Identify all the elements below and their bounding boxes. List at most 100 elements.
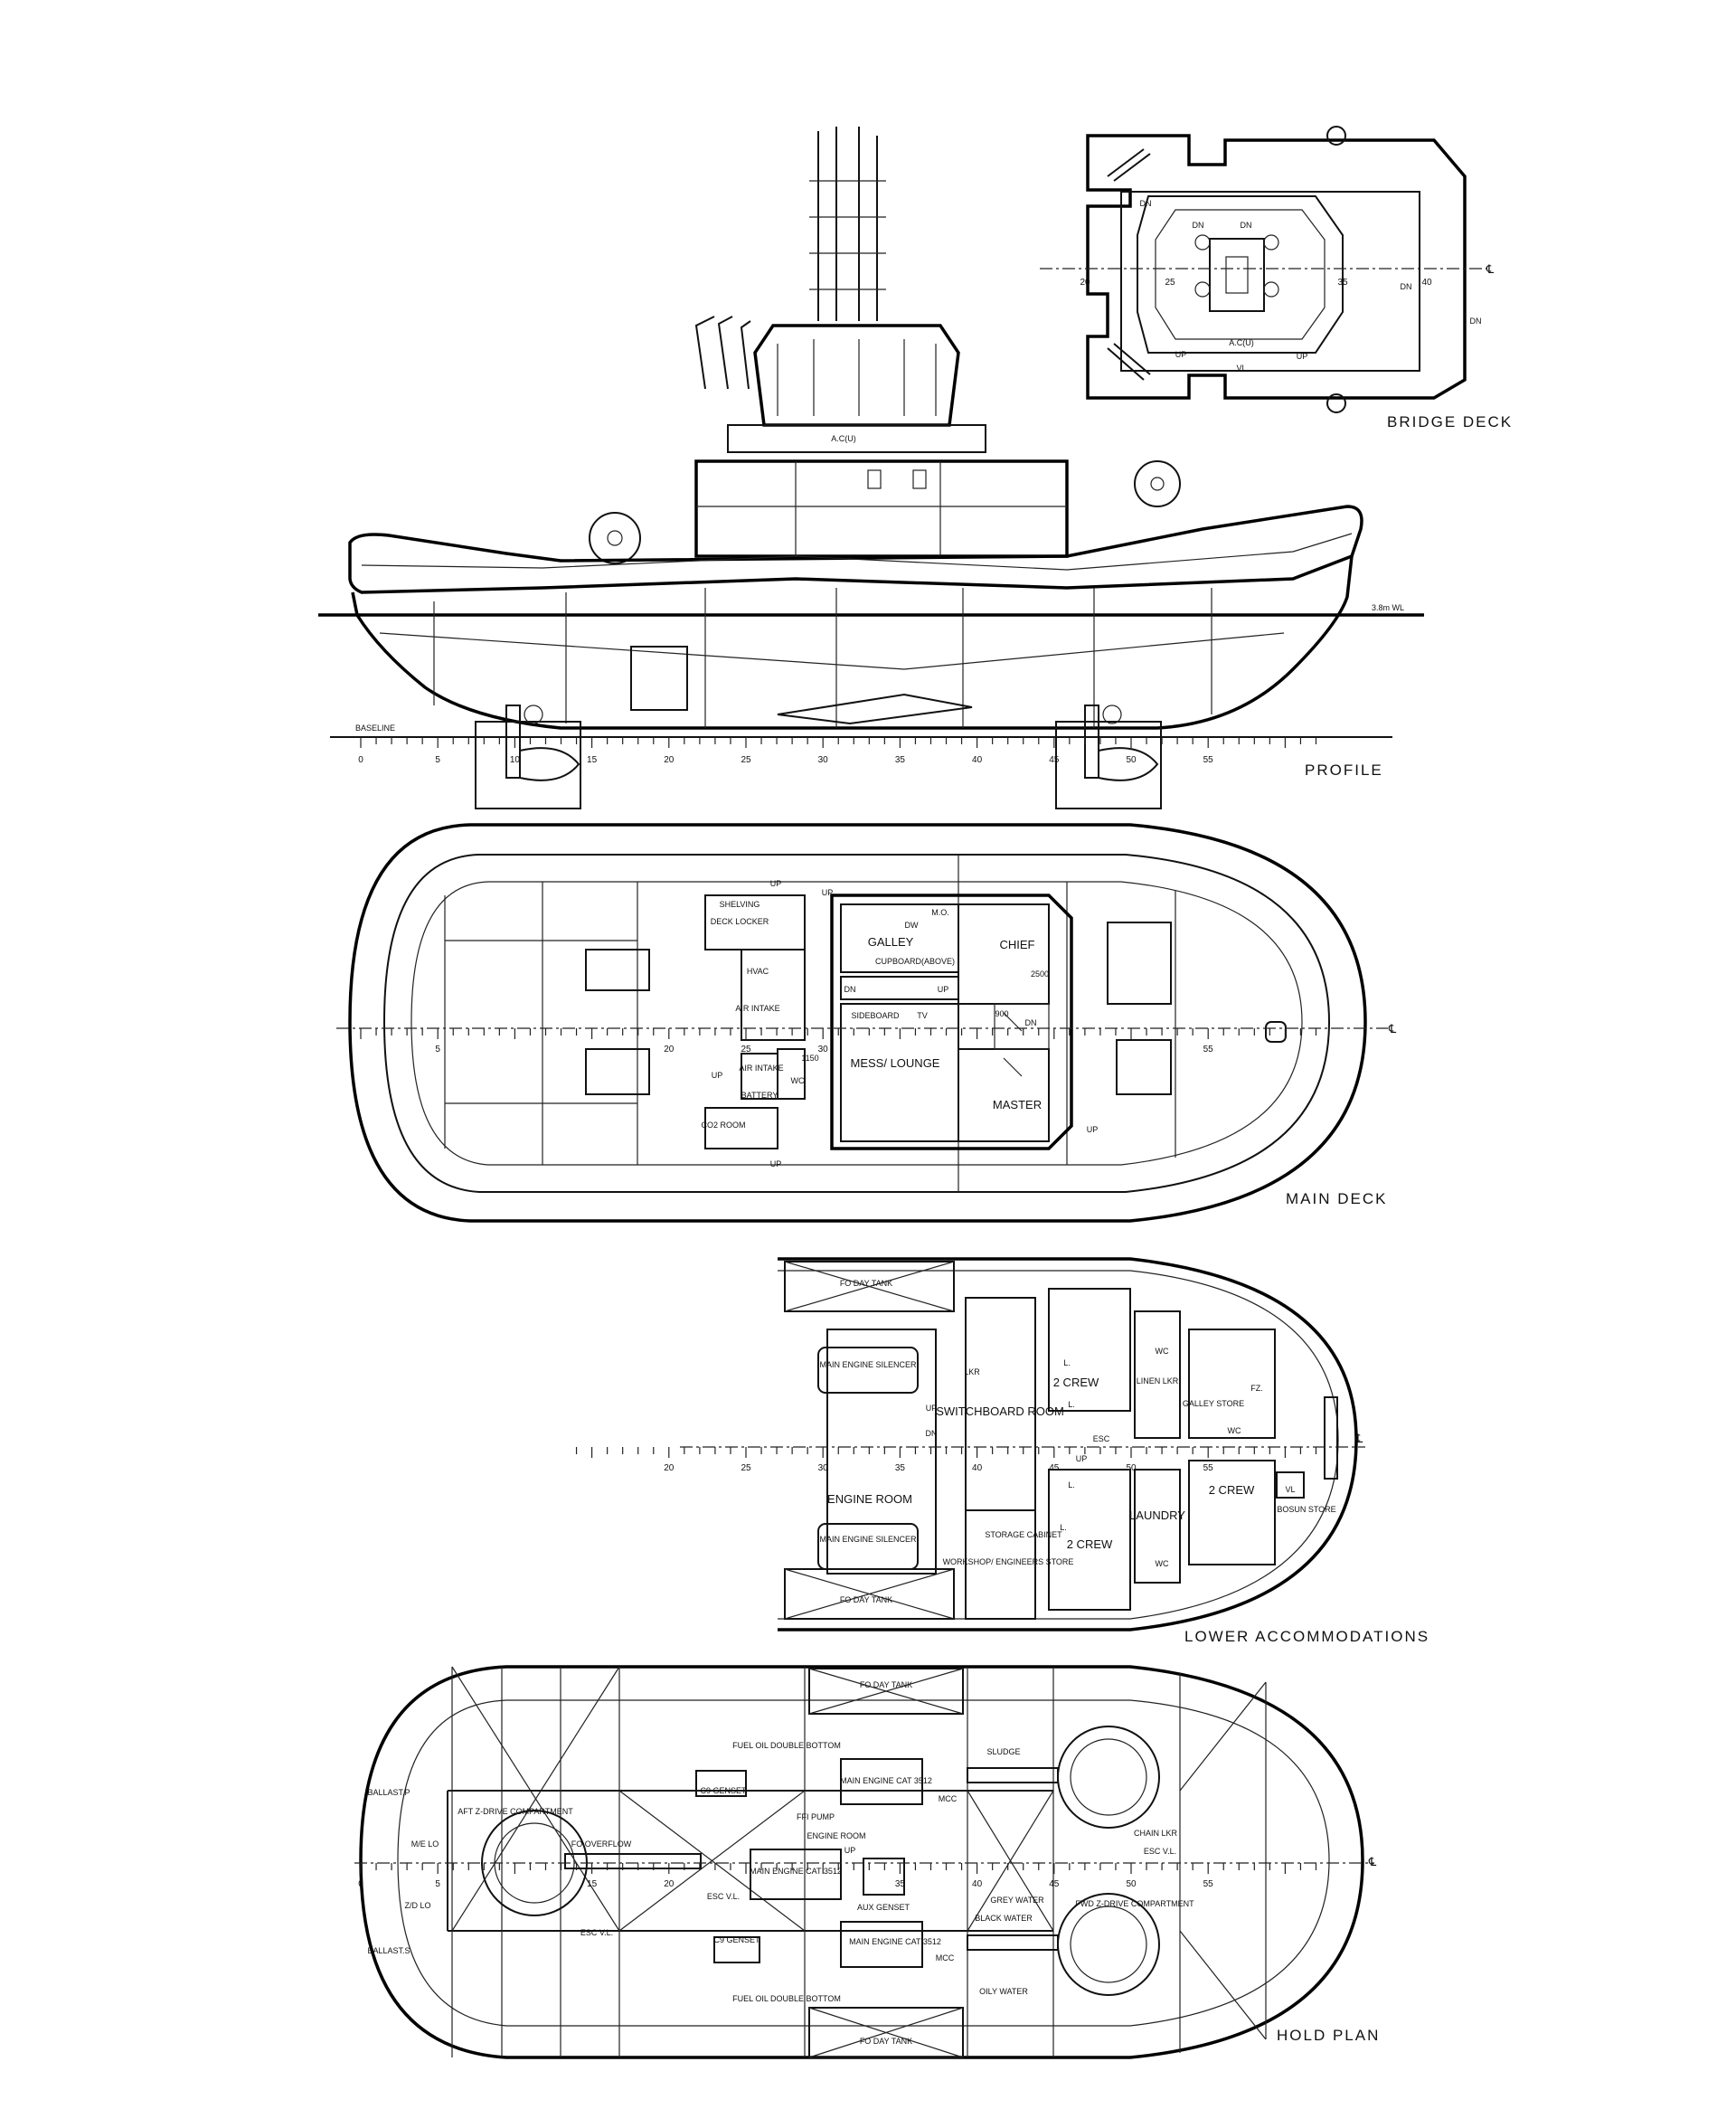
ac-unit-label: A.C(U) xyxy=(831,434,856,443)
up-label: UP xyxy=(1087,1125,1099,1134)
furniture-label: TV xyxy=(917,1011,928,1020)
furniture-label: CUPBOARD(ABOVE) xyxy=(875,957,955,966)
fwd-drive-shaft xyxy=(967,1934,1059,1951)
room-label: Z/D LO xyxy=(404,1901,430,1910)
frame-label: 55 xyxy=(1203,1463,1214,1473)
dn-label: DN xyxy=(1241,221,1252,230)
room-label: FO DAY TANK xyxy=(860,2037,912,2046)
room-label: FUEL OIL DOUBLE BOTTOM xyxy=(732,1994,841,2003)
room-label: MCC xyxy=(936,1953,955,1962)
room-label: AFT Z-DRIVE COMPARTMENT xyxy=(458,1807,573,1816)
room-label: AUX GENSET xyxy=(857,1903,910,1912)
room-label: FFI PUMP xyxy=(797,1812,835,1821)
room-label: FWD Z-DRIVE COMPARTMENT xyxy=(1075,1899,1194,1908)
frame-label: 20 xyxy=(664,1463,675,1473)
room-label: DECK LOCKER xyxy=(711,917,769,926)
frame-label: 20 xyxy=(664,1045,675,1054)
frame-label: 50 xyxy=(1126,1463,1137,1473)
room-label: FO DAY TANK xyxy=(840,1595,892,1604)
room-label: C9 GENSET xyxy=(700,1786,747,1795)
ac-unit-label: A.C(U) xyxy=(1229,338,1254,347)
fwd-z-drive-stbd xyxy=(1057,1893,1160,1996)
hold-plan-hull-outline xyxy=(359,1665,1364,2059)
up-label: UP xyxy=(1076,1454,1088,1463)
bridge-deck-inner xyxy=(1120,191,1420,372)
room-label: GALLEY STORE xyxy=(1183,1399,1244,1408)
genset xyxy=(713,1936,760,1963)
frame-label: 25 xyxy=(741,1045,751,1054)
wheelhouse-outline xyxy=(1137,195,1344,354)
frame-label: 20 xyxy=(1080,278,1090,288)
room-label: FO OVERFLOW xyxy=(571,1839,632,1849)
frame-label: 35 xyxy=(895,1879,906,1889)
frame-label: 15 xyxy=(587,755,598,765)
deckhouse-outline xyxy=(830,894,1073,1150)
dn-label: DN xyxy=(844,985,856,994)
frame-label: 20 xyxy=(664,755,675,765)
room-label: FUEL OIL DOUBLE BOTTOM xyxy=(732,1741,841,1750)
searchlight xyxy=(1326,126,1346,146)
service-rooms xyxy=(704,894,806,1149)
centerline-symbol: ℄ xyxy=(1368,1855,1377,1868)
frame-label: 35 xyxy=(1337,278,1348,288)
dimension-label: 1150 xyxy=(801,1054,818,1063)
frame-label: 45 xyxy=(1049,1879,1060,1889)
frame-label: 25 xyxy=(1165,278,1175,288)
room-label: MCC xyxy=(939,1794,958,1803)
main-deck-title: MAIN DECK xyxy=(1286,1190,1387,1207)
dn-label: DN xyxy=(1025,1018,1037,1027)
frame-label: 0 xyxy=(358,1879,363,1889)
frame-label: 5 xyxy=(435,1879,440,1889)
frame-label: 45 xyxy=(1049,755,1060,765)
frame-label: 50 xyxy=(1126,1879,1137,1889)
skeg xyxy=(777,693,973,725)
aft-drive-shaft xyxy=(564,1853,702,1869)
frame-label: 30 xyxy=(818,1463,829,1473)
fender-inner-line xyxy=(382,854,1331,1193)
frame-label: 45 xyxy=(1049,1463,1060,1473)
bosun-store xyxy=(1276,1471,1305,1499)
room-label: 2 CREW xyxy=(1209,1483,1255,1497)
room-label: SLUDGE xyxy=(986,1747,1020,1756)
dn-label: DN xyxy=(926,1429,938,1438)
fwd-towing-winch xyxy=(1107,922,1172,1005)
room-label: 2 CREW xyxy=(1053,1376,1099,1389)
room-label: AIR INTAKE xyxy=(739,1064,783,1073)
room-label: WC xyxy=(791,1076,805,1085)
room-label: MASTER xyxy=(993,1098,1042,1111)
engine-room xyxy=(826,1329,937,1575)
furniture-label: SIDEBOARD xyxy=(851,1011,900,1020)
exhaust-stacks xyxy=(694,316,751,390)
frame-label: 40 xyxy=(1421,278,1432,288)
lower-accom-hull-outline xyxy=(778,1257,1358,1631)
frame-label: 5 xyxy=(435,1045,440,1054)
ladder-port xyxy=(1107,148,1151,182)
room-label: BATTERY xyxy=(741,1091,778,1100)
room-label: C9 GENSET xyxy=(713,1935,760,1944)
dn-label: DN xyxy=(1193,221,1204,230)
room-label: MAIN ENGINE CAT 3512 xyxy=(840,1776,932,1785)
room-label: ESC V.L. xyxy=(707,1892,740,1901)
frame-label: 50 xyxy=(1126,755,1137,765)
frame-label: 25 xyxy=(741,1463,751,1473)
room-label: 2 CREW xyxy=(1067,1537,1113,1551)
main-engine xyxy=(750,1849,842,1900)
main-engine xyxy=(840,1758,923,1805)
room-label: MAIN ENGINE SILENCER xyxy=(819,1535,917,1544)
locker-label: L. xyxy=(1063,1358,1071,1367)
room-label: MAIN ENGINE CAT 3512 xyxy=(750,1867,842,1876)
room-label: LAUNDRY xyxy=(1129,1508,1185,1522)
hatch xyxy=(630,646,688,711)
dimension-label: 2500 xyxy=(1031,969,1049,979)
frame-label: 55 xyxy=(1203,1879,1214,1889)
fwd-towing-winch xyxy=(1116,1039,1172,1095)
deck-hatch xyxy=(1265,1021,1287,1043)
lower-accommodations-title: LOWER ACCOMMODATIONS xyxy=(1184,1628,1429,1645)
ladder-stbd xyxy=(1107,343,1151,381)
room-label: FZ. xyxy=(1250,1384,1263,1393)
hull xyxy=(351,555,1354,730)
